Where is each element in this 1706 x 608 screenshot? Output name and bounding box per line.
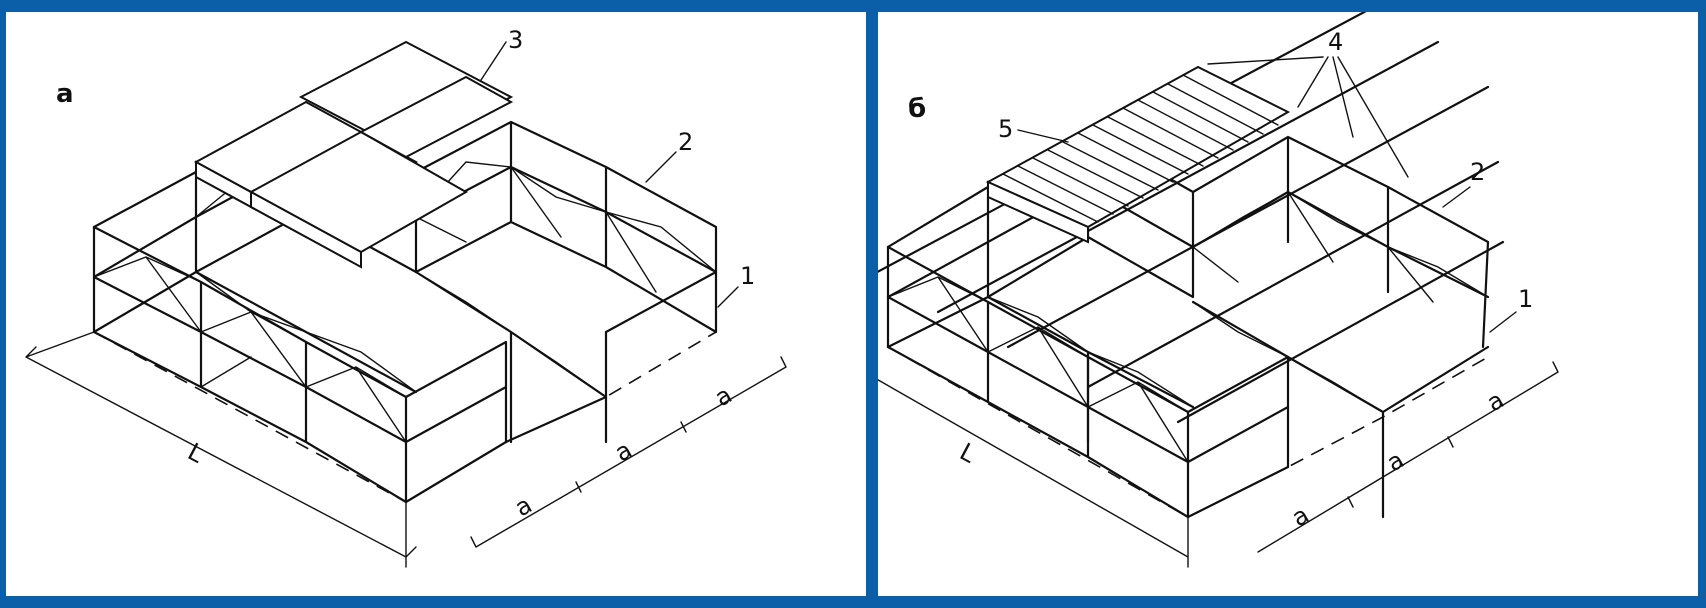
dim-span-L: L <box>955 438 981 469</box>
truss-row-front <box>92 225 608 504</box>
callouts: 3 2 1 <box>480 26 755 308</box>
callout-2: 2 <box>1470 158 1485 186</box>
callout-2: 2 <box>678 128 693 156</box>
dim-pitch-2: a <box>610 436 637 468</box>
callout-5: 5 <box>998 115 1013 143</box>
ribbed-roof-deck <box>985 65 1291 244</box>
dimension-lines: L a a a <box>878 361 1559 568</box>
callout-1: 1 <box>740 262 755 290</box>
callout-3: 3 <box>508 26 523 54</box>
hidden-base-lines <box>887 296 1489 518</box>
dim-pitch-1: a <box>510 491 537 523</box>
dim-pitch-3: a <box>710 381 737 413</box>
dimension-lines: L a a a <box>25 331 787 568</box>
dim-pitch-2: a <box>1382 446 1409 478</box>
callout-1: 1 <box>1518 285 1533 313</box>
roof-trusses-with-slabs-diagram: а 3 2 1 L a <box>25 26 787 568</box>
diagram-panel-a: а 3 2 1 L a <box>6 12 866 596</box>
dim-pitch-1: a <box>1287 501 1314 533</box>
callout-4: 4 <box>1328 28 1343 56</box>
panel-label: а <box>56 79 74 109</box>
diagram-panel-b: б 4 5 2 1 L <box>878 12 1698 596</box>
truss-row-front <box>886 245 1290 519</box>
hidden-base-lines <box>93 271 717 503</box>
roof-trusses-with-purlins-diagram: б 4 5 2 1 L <box>878 12 1559 568</box>
panel-label: б <box>908 94 926 124</box>
roof-slabs <box>193 40 514 269</box>
callouts: 4 5 2 1 <box>998 28 1533 333</box>
dim-pitch-3: a <box>1482 386 1509 418</box>
